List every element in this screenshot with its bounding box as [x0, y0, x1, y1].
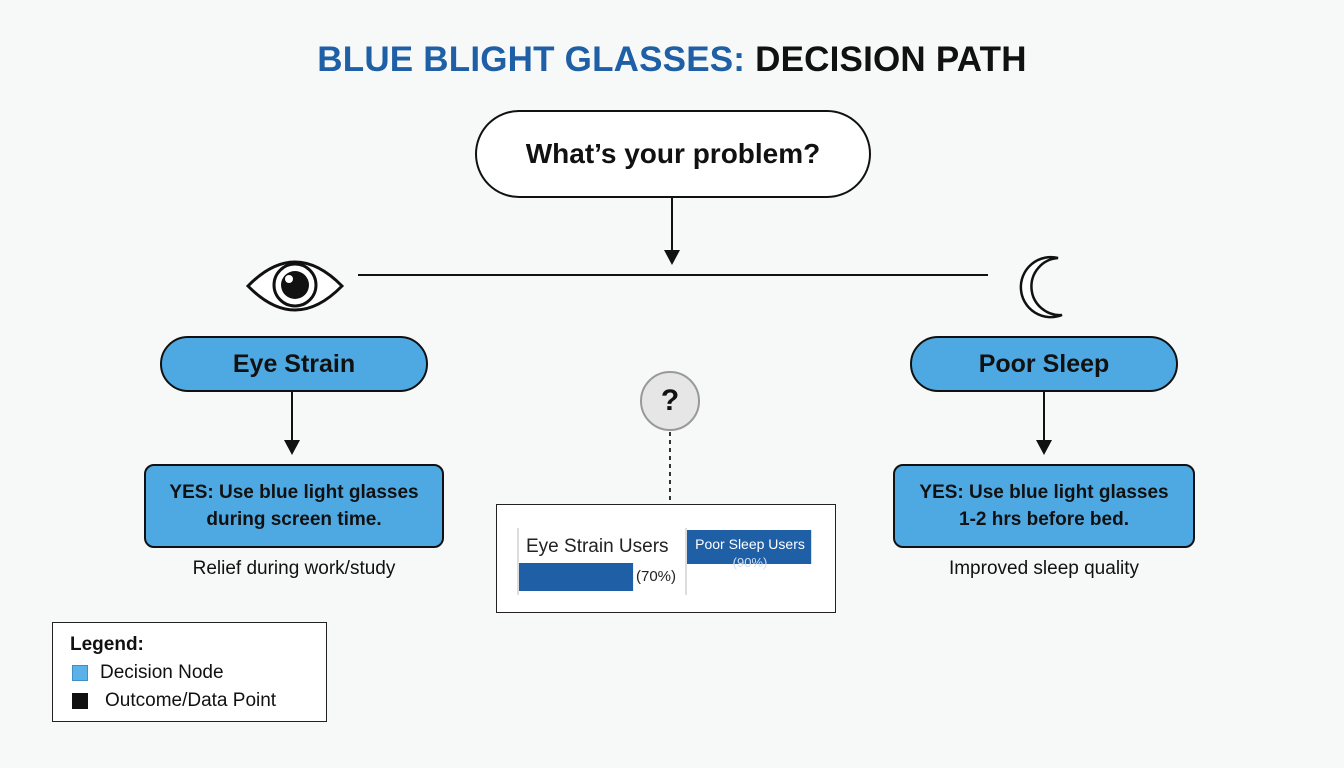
- root-question-node: What’s your problem?: [475, 110, 871, 198]
- title-part-1: BLUE BLIGHT GLASSES:: [317, 40, 746, 79]
- question-node: ?: [640, 371, 700, 431]
- title-part-2: DECISION PATH: [755, 40, 1027, 79]
- chart-value-eye-strain: (70%): [636, 568, 677, 585]
- bar-poor-sleep: [687, 530, 812, 564]
- outcome-node-poor-sleep: YES: Use blue light glasses 1-2 hrs befo…: [893, 464, 1195, 548]
- outcome-eye-line-2: during screen time.: [206, 509, 382, 530]
- outcome-eye-line-1: YES: Use blue light glasses: [169, 482, 419, 503]
- legend-item-outcome: Outcome/Data Point: [72, 690, 276, 712]
- decision-label-eye-strain: Eye Strain: [232, 349, 356, 378]
- page-title: BLUE BLIGHT GLASSES: DECISION PATH: [0, 40, 1344, 80]
- left-branch-arrow-head: [284, 440, 300, 455]
- outcome-node-eye-strain: YES: Use blue light glasses during scree…: [144, 464, 444, 548]
- question-mark: ?: [660, 384, 680, 417]
- bar-eye-strain: [519, 563, 634, 591]
- legend-label-outcome: Outcome/Data Point: [105, 690, 277, 711]
- legend-item-decision-node: Decision Node: [72, 662, 224, 684]
- caption-eye-strain: Relief during work/study: [192, 558, 396, 579]
- decision-node-poor-sleep: Poor Sleep: [910, 336, 1178, 392]
- root-question-label: What’s your problem?: [525, 138, 821, 169]
- legend-box: [52, 622, 327, 722]
- decision-label-poor-sleep: Poor Sleep: [978, 349, 1110, 378]
- chart-category-eye-strain: Eye Strain Users: [526, 536, 669, 557]
- legend-label-decision: Decision Node: [100, 662, 224, 683]
- root-arrow-head: [664, 250, 680, 265]
- caption-poor-sleep: Improved sleep quality: [948, 558, 1140, 579]
- legend-swatch-outcome: [72, 693, 88, 709]
- legend-swatch-decision: [72, 665, 88, 681]
- moon-icon: [1019, 255, 1063, 319]
- outcome-sleep-line-1: YES: Use blue light glasses: [919, 482, 1169, 503]
- right-branch-arrow-head: [1036, 440, 1052, 455]
- outcome-sleep-line-2: 1-2 hrs before bed.: [959, 509, 1129, 530]
- chart-category-poor-sleep: Poor Sleep Users: [695, 536, 805, 552]
- eye-icon: [245, 260, 345, 312]
- legend-title: Legend:: [70, 634, 144, 655]
- chart-value-poor-sleep: (90%): [732, 555, 768, 570]
- decision-node-eye-strain: Eye Strain: [160, 336, 428, 392]
